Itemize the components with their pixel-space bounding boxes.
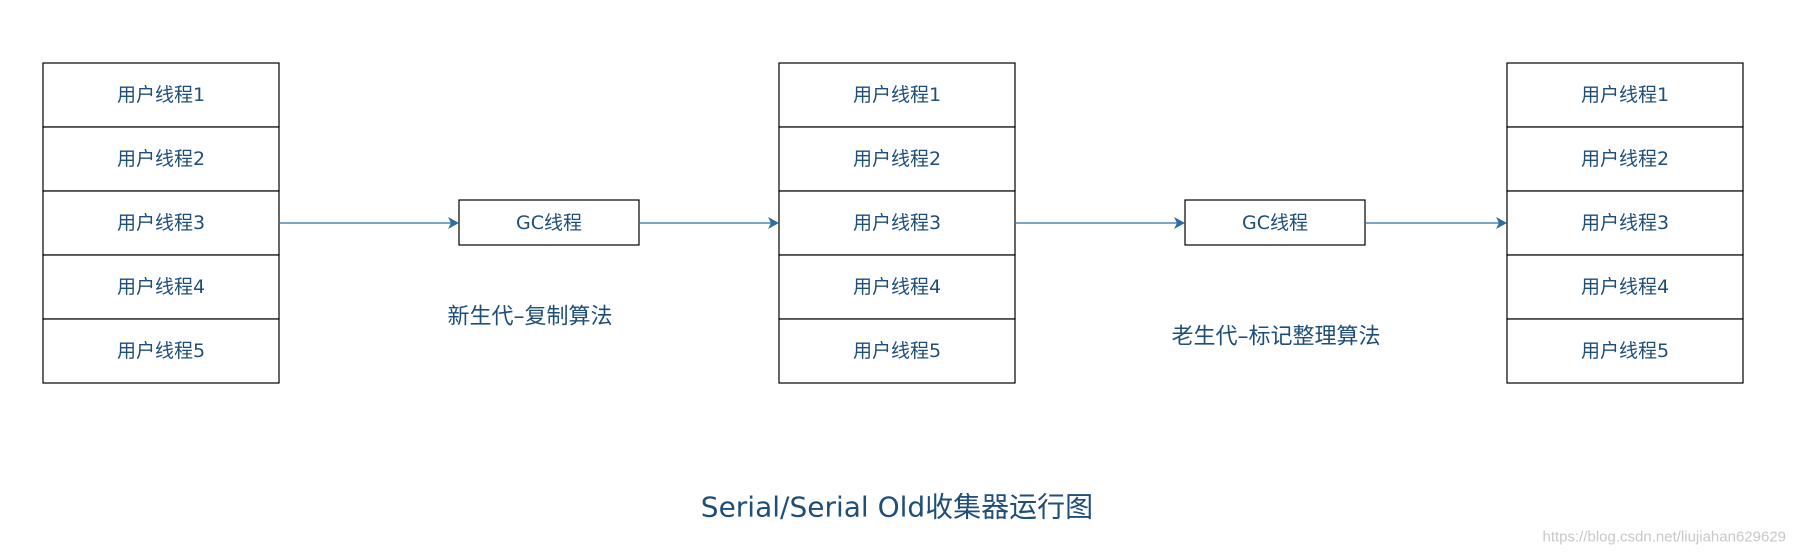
gc-thread-label: GC线程 (1242, 212, 1308, 234)
young-gen-caption: 新生代–复制算法 (447, 305, 612, 330)
thread-label: 用户线程2 (1581, 148, 1669, 170)
thread-label: 用户线程3 (853, 212, 941, 234)
gc-thread-label: GC线程 (516, 212, 582, 234)
arrow-stack2-to-gc2 (1015, 217, 1185, 229)
thread-cell (42, 318, 280, 384)
arrow-gc2-to-stack3 (1365, 217, 1507, 229)
gc-thread-rect (458, 199, 640, 246)
thread-cell (42, 254, 280, 320)
thread-cell (42, 126, 280, 192)
thread-cell (1506, 126, 1744, 192)
thread-label: 用户线程4 (117, 276, 205, 298)
gc-thread-box-2: GC线程 (1184, 199, 1366, 246)
thread-cell (42, 62, 280, 128)
thread-cell (778, 318, 1016, 384)
arrow-stack1-to-gc1 (279, 217, 459, 229)
thread-label: 用户线程5 (853, 340, 941, 362)
thread-cell (42, 190, 280, 256)
gc-thread-rect (1184, 199, 1366, 246)
thread-label: 用户线程2 (117, 148, 205, 170)
thread-stack-3: 用户线程1 用户线程2 用户线程3 用户线程4 用户线程5 (1506, 62, 1744, 384)
thread-cell (778, 62, 1016, 128)
thread-label: 用户线程4 (1581, 276, 1669, 298)
thread-label: 用户线程3 (1581, 212, 1669, 234)
old-gen-caption: 老生代–标记整理算法 (1171, 325, 1380, 350)
diagram-title: Serial/Serial Old收集器运行图 (701, 491, 1093, 524)
thread-cell (1506, 318, 1744, 384)
thread-stack-1: 用户线程1 用户线程2 用户线程3 用户线程4 用户线程5 (42, 62, 280, 384)
thread-cell (1506, 190, 1744, 256)
thread-stack-2: 用户线程1 用户线程2 用户线程3 用户线程4 用户线程5 (778, 62, 1016, 384)
thread-label: 用户线程2 (853, 148, 941, 170)
thread-label: 用户线程5 (117, 340, 205, 362)
thread-label: 用户线程1 (117, 84, 205, 106)
thread-label: 用户线程4 (853, 276, 941, 298)
thread-label: 用户线程5 (1581, 340, 1669, 362)
thread-label: 用户线程3 (117, 212, 205, 234)
watermark: https://blog.csdn.net/liujiahan629629 (1542, 529, 1786, 546)
thread-label: 用户线程1 (1581, 84, 1669, 106)
thread-cell (1506, 62, 1744, 128)
thread-cell (1506, 254, 1744, 320)
gc-thread-box-1: GC线程 (458, 199, 640, 246)
thread-label: 用户线程1 (853, 84, 941, 106)
arrow-gc1-to-stack2 (639, 217, 779, 229)
